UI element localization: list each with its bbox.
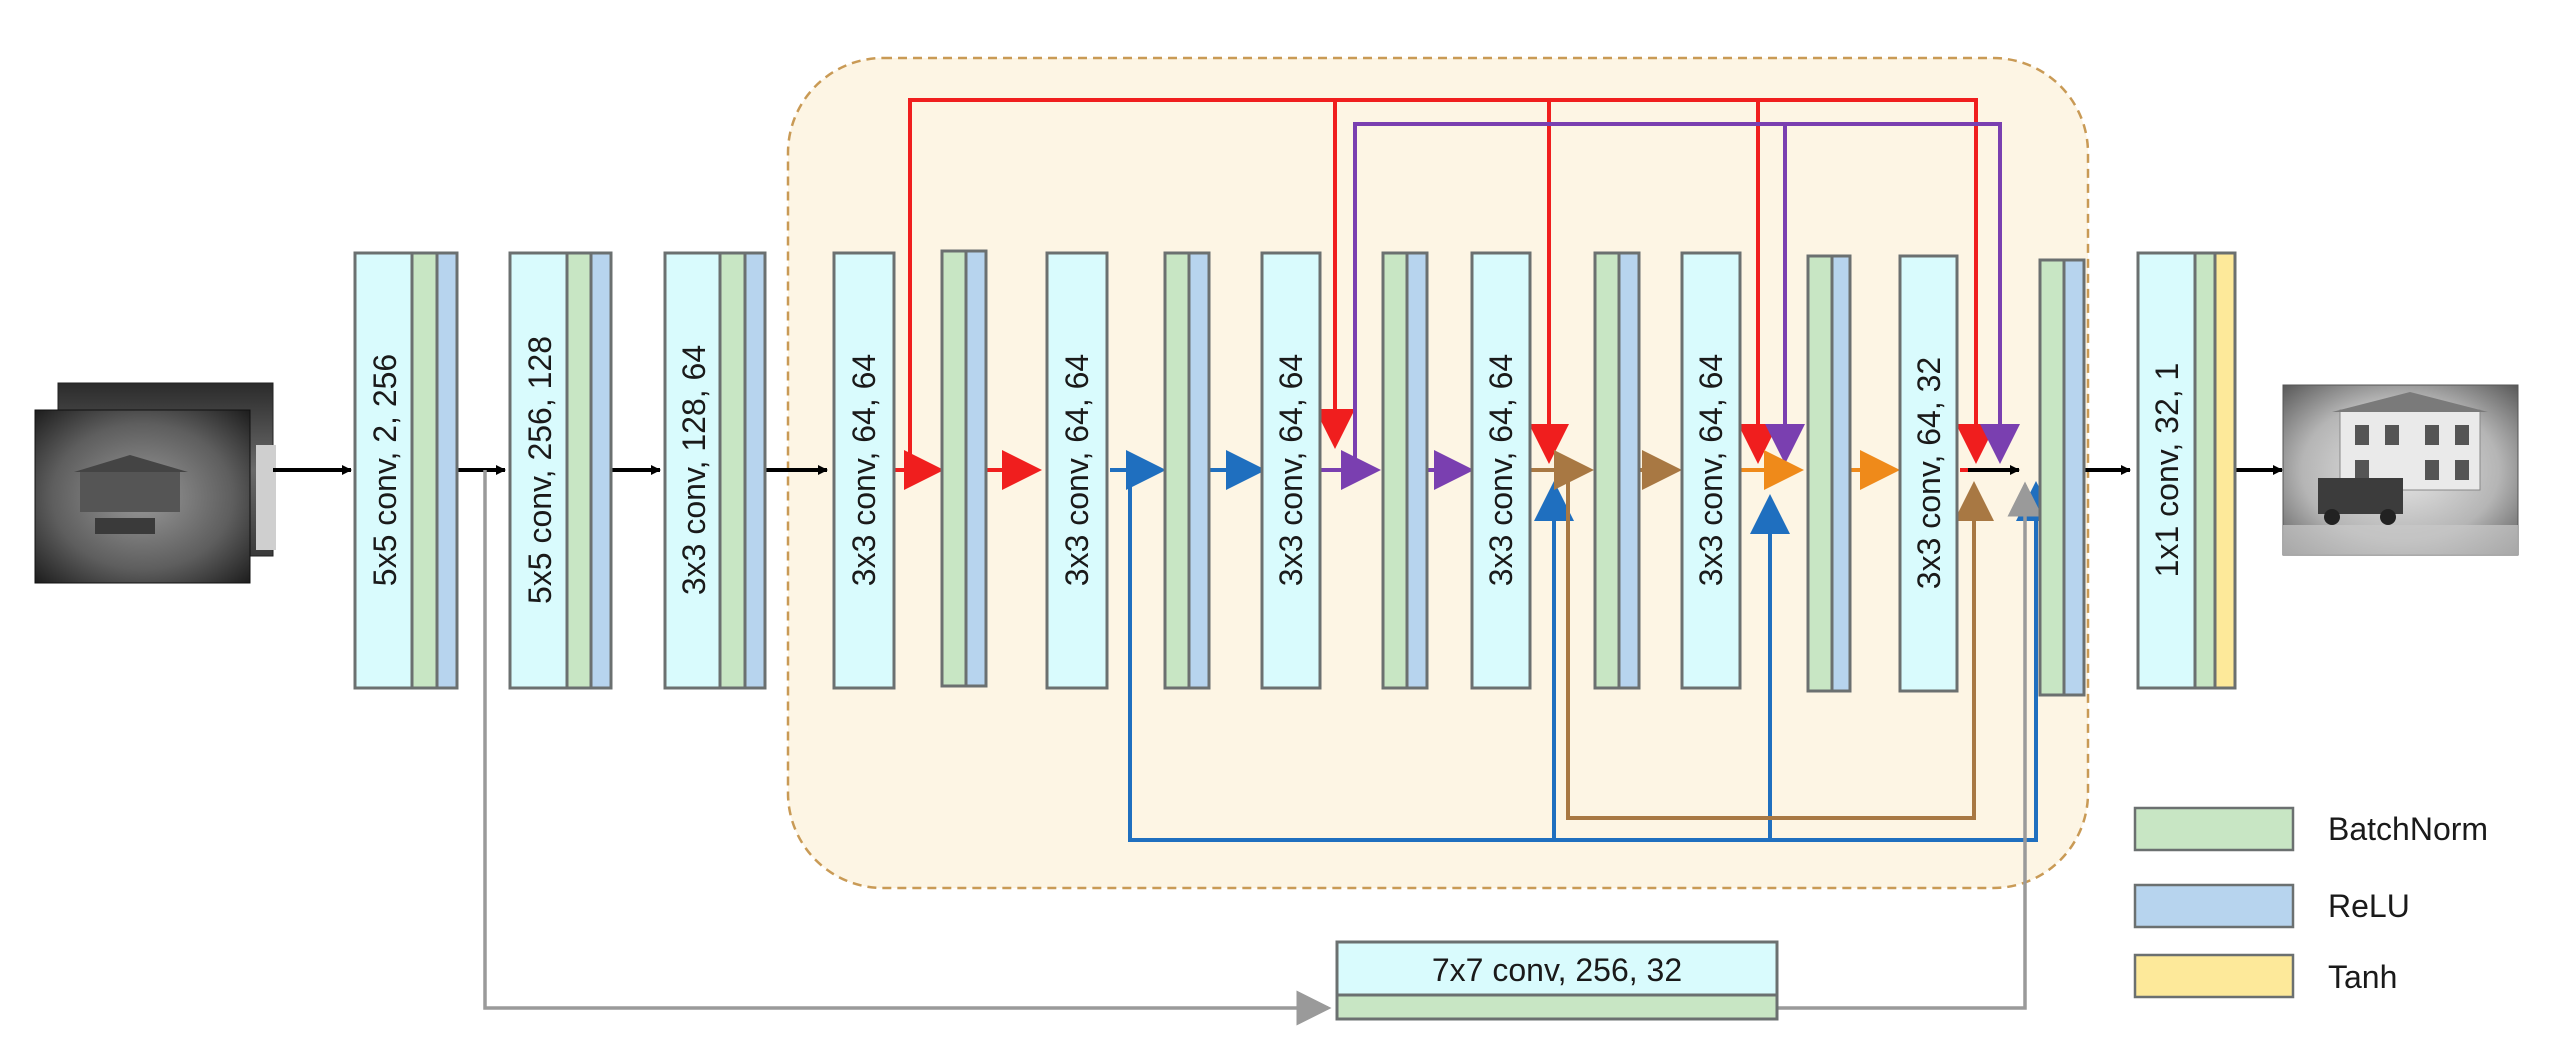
layer-3x3-conv-64-64-c: 3x3 conv, 64, 64 xyxy=(1260,251,1322,690)
legend-swatch-batchnorm xyxy=(2133,806,2295,852)
layer-label-1: 5x5 conv, 2, 256 xyxy=(367,354,403,586)
layer-label-3: 3x3 conv, 128, 64 xyxy=(676,345,712,595)
brown-skip-connections xyxy=(1530,450,1994,820)
bn-relu-block-4 xyxy=(1593,251,1641,690)
gray-skip-connection xyxy=(483,470,2043,1026)
skip-7x7-conv-block: 7x7 conv, 256, 32 xyxy=(1335,940,1779,1021)
blue-skip-connections xyxy=(1110,450,2056,842)
bn-relu-block-2 xyxy=(1163,251,1211,690)
layer-label-6: 3x3 conv, 64, 64 xyxy=(1273,354,1309,586)
layer-3x3-conv-64-64-e: 3x3 conv, 64, 64 xyxy=(1680,251,1742,690)
layer-label-5: 3x3 conv, 64, 64 xyxy=(1059,354,1095,586)
purple-skip-connections xyxy=(1320,122,2020,490)
bn-relu-block-1 xyxy=(940,249,988,688)
output-image xyxy=(2282,384,2519,556)
layer-3x3-conv-64-64-d: 3x3 conv, 64, 64 xyxy=(1470,251,1532,690)
legend-label-relu: ReLU xyxy=(2328,888,2410,924)
layer-label-9: 3x3 conv, 64, 32 xyxy=(1911,357,1947,589)
skip-conv-label: 7x7 conv, 256, 32 xyxy=(1432,952,1682,988)
input-images xyxy=(34,382,276,584)
layer-5x5-conv-256-128: 5x5 conv, 256, 128 xyxy=(508,251,613,690)
bn-relu-block-6 xyxy=(2038,258,2086,697)
legend-swatch-relu xyxy=(2133,883,2295,929)
layer-3x3-conv-128-64: 3x3 conv, 128, 64 xyxy=(663,251,767,690)
bn-relu-block-3 xyxy=(1381,251,1429,690)
legend-swatch-tanh xyxy=(2133,953,2295,999)
layer-3x3-conv-64-64-a: 3x3 conv, 64, 64 xyxy=(832,251,896,690)
layer-label-8: 3x3 conv, 64, 64 xyxy=(1693,354,1729,586)
layer-3x3-conv-64-64-b: 3x3 conv, 64, 64 xyxy=(1045,251,1109,690)
layer-label-2: 5x5 conv, 256, 128 xyxy=(522,336,558,604)
layer-5x5-conv-2-256: 5x5 conv, 2, 256 xyxy=(353,251,459,690)
legend-label-tanh: Tanh xyxy=(2328,959,2397,995)
layer-label-10: 1x1 conv, 32, 1 xyxy=(2149,363,2185,578)
layer-label-4: 3x3 conv, 64, 64 xyxy=(846,354,882,586)
layer-label-7: 3x3 conv, 64, 64 xyxy=(1483,354,1519,586)
legend: BatchNorm ReLU Tanh xyxy=(2133,806,2488,999)
red-skip-connections xyxy=(894,98,1996,490)
bn-relu-block-5 xyxy=(1806,254,1852,693)
layer-3x3-conv-64-32: 3x3 conv, 64, 32 xyxy=(1898,254,1959,693)
layer-1x1-conv-32-1: 1x1 conv, 32, 1 xyxy=(2136,251,2237,690)
legend-label-batchnorm: BatchNorm xyxy=(2328,811,2488,847)
